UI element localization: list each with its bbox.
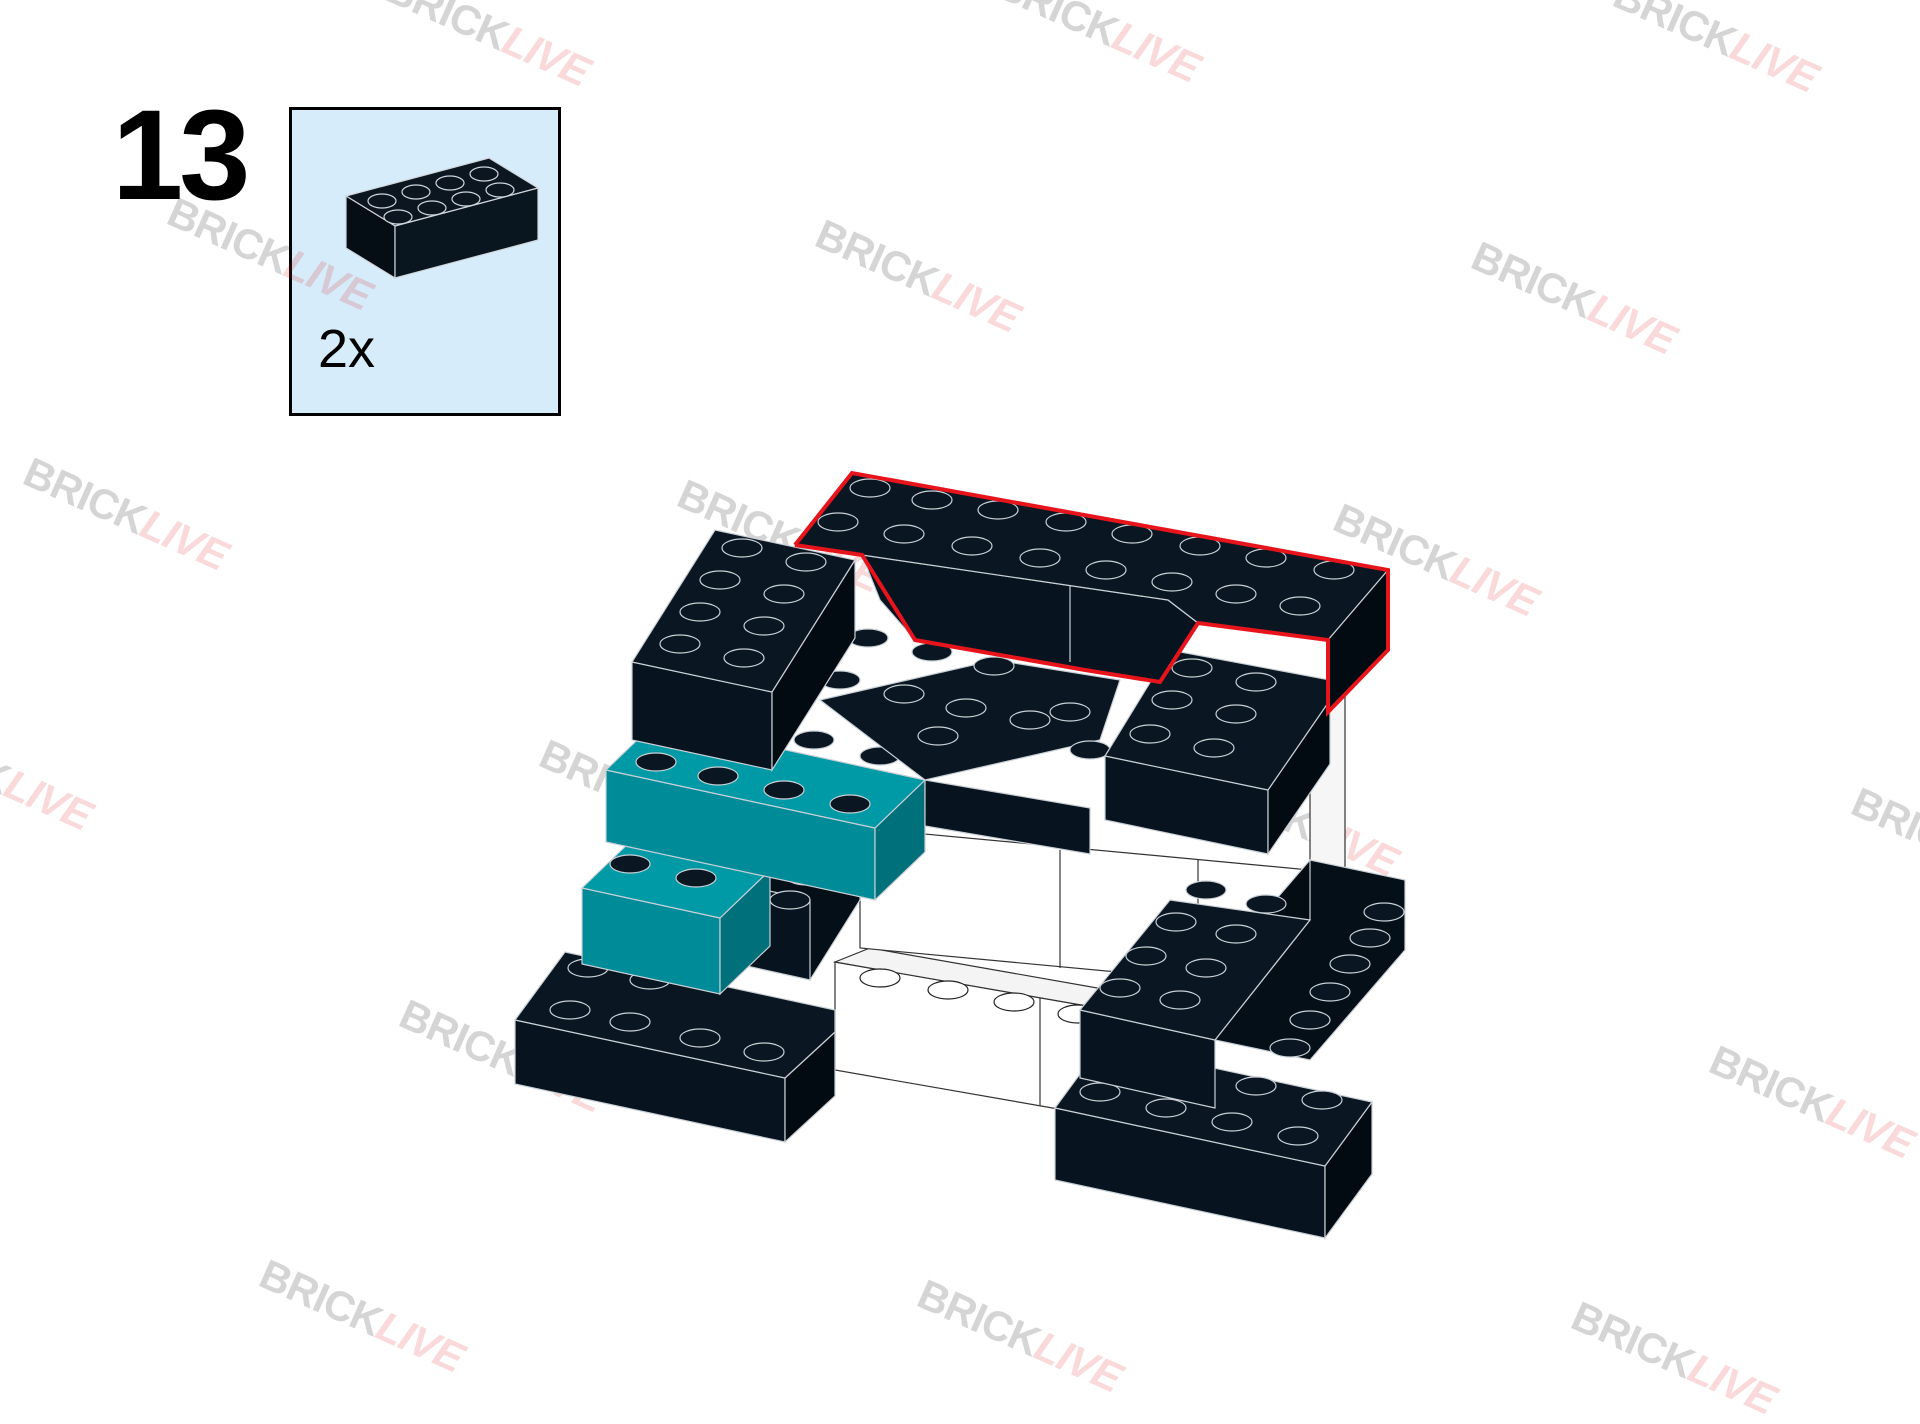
black-brick-upper-right	[1104, 649, 1331, 856]
step-number: 13	[112, 84, 250, 227]
new-black-bricks-highlighted	[793, 470, 1390, 717]
teal-brick-2x2	[580, 839, 772, 996]
black-brick-upper-center	[818, 628, 1121, 855]
black-brick-left-lower	[513, 951, 836, 1144]
black-brick-right-column	[1214, 859, 1406, 1061]
model-illustration	[513, 470, 1406, 1240]
black-brick-2x4-icon	[344, 157, 540, 280]
black-brick-upper-left	[631, 529, 856, 773]
black-brick-right-middle	[1078, 858, 1312, 1109]
parts-list-callout: 2x	[289, 107, 561, 416]
white-brick-bottom	[832, 947, 1121, 1119]
parts-count: 2x	[318, 319, 376, 379]
teal-brick-2x4	[604, 721, 927, 902]
